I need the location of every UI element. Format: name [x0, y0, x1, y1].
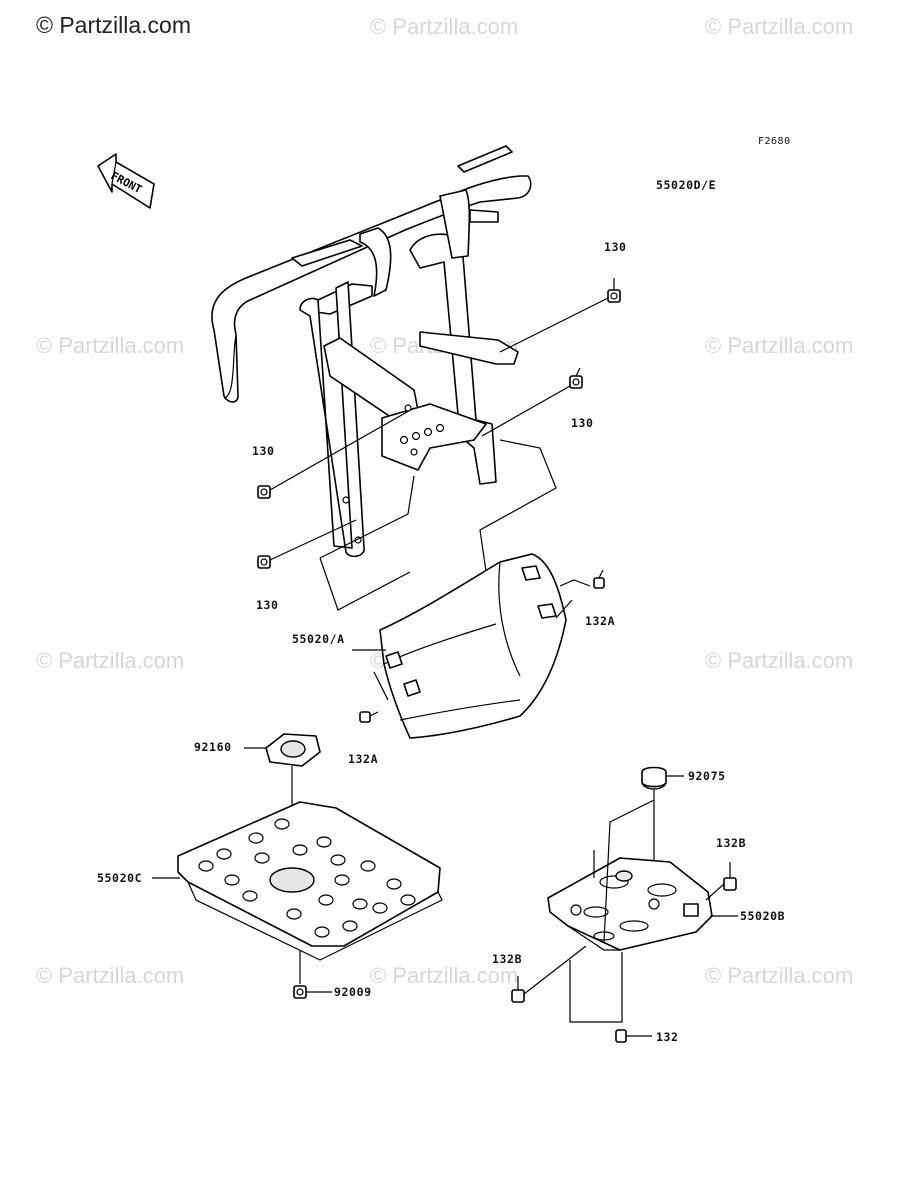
- bolt-icon: [615, 1029, 627, 1043]
- part-label-132b[interactable]: 132B: [492, 952, 523, 966]
- part-label-130[interactable]: 130: [571, 416, 594, 430]
- front-arrow-icon: FRONT: [97, 153, 155, 209]
- part-label-55020b[interactable]: 55020B: [740, 909, 786, 923]
- partzilla-brand: © Partzilla.com: [36, 12, 191, 38]
- part-label-132a[interactable]: 132A: [348, 752, 379, 766]
- cover-part: [379, 553, 567, 739]
- small-guard-part: [547, 857, 713, 951]
- watermark: © Partzilla.com: [36, 963, 185, 988]
- part-label-132a[interactable]: 132A: [585, 614, 616, 628]
- watermark: © Partzilla.com: [705, 333, 854, 358]
- part-label-55020de[interactable]: 55020D/E: [656, 178, 717, 192]
- bolt-icon: [593, 569, 605, 589]
- part-label-92075[interactable]: 92075: [688, 769, 726, 783]
- watermark: © Partzilla.com: [705, 14, 854, 39]
- bolt-icon: [359, 711, 379, 723]
- bolt-icon: [607, 278, 621, 303]
- part-label-132b[interactable]: 132B: [716, 836, 747, 850]
- bolt-icon: [723, 862, 737, 891]
- watermark: © Partzilla.com: [370, 14, 519, 39]
- part-label-92160[interactable]: 92160: [194, 740, 232, 754]
- watermark: © Partzilla.com: [705, 963, 854, 988]
- skid-plate-part: [177, 801, 443, 961]
- figure-id: F2680: [758, 136, 791, 147]
- watermark: © Partzilla.com: [370, 963, 519, 988]
- cap-part: [641, 766, 667, 790]
- bolt-icon: [293, 985, 307, 999]
- part-label-130[interactable]: 130: [604, 240, 627, 254]
- bolt-icon: [569, 367, 583, 389]
- watermark: © Partzilla.com: [36, 648, 185, 673]
- part-label-92009[interactable]: 92009: [334, 985, 372, 999]
- bolt-icon: [511, 976, 525, 1003]
- part-label-55020a[interactable]: 55020/A: [292, 632, 345, 646]
- part-label-55020c[interactable]: 55020C: [97, 871, 143, 885]
- part-label-132[interactable]: 132: [656, 1030, 679, 1044]
- part-label-130[interactable]: 130: [256, 598, 279, 612]
- watermark: © Partzilla.com: [705, 648, 854, 673]
- watermark: © Partzilla.com: [36, 333, 185, 358]
- bolt-icon: [257, 485, 271, 499]
- front-guard-part: [211, 145, 532, 558]
- part-label-130[interactable]: 130: [252, 444, 275, 458]
- pad-part: [265, 733, 321, 767]
- bolt-icon: [257, 555, 271, 569]
